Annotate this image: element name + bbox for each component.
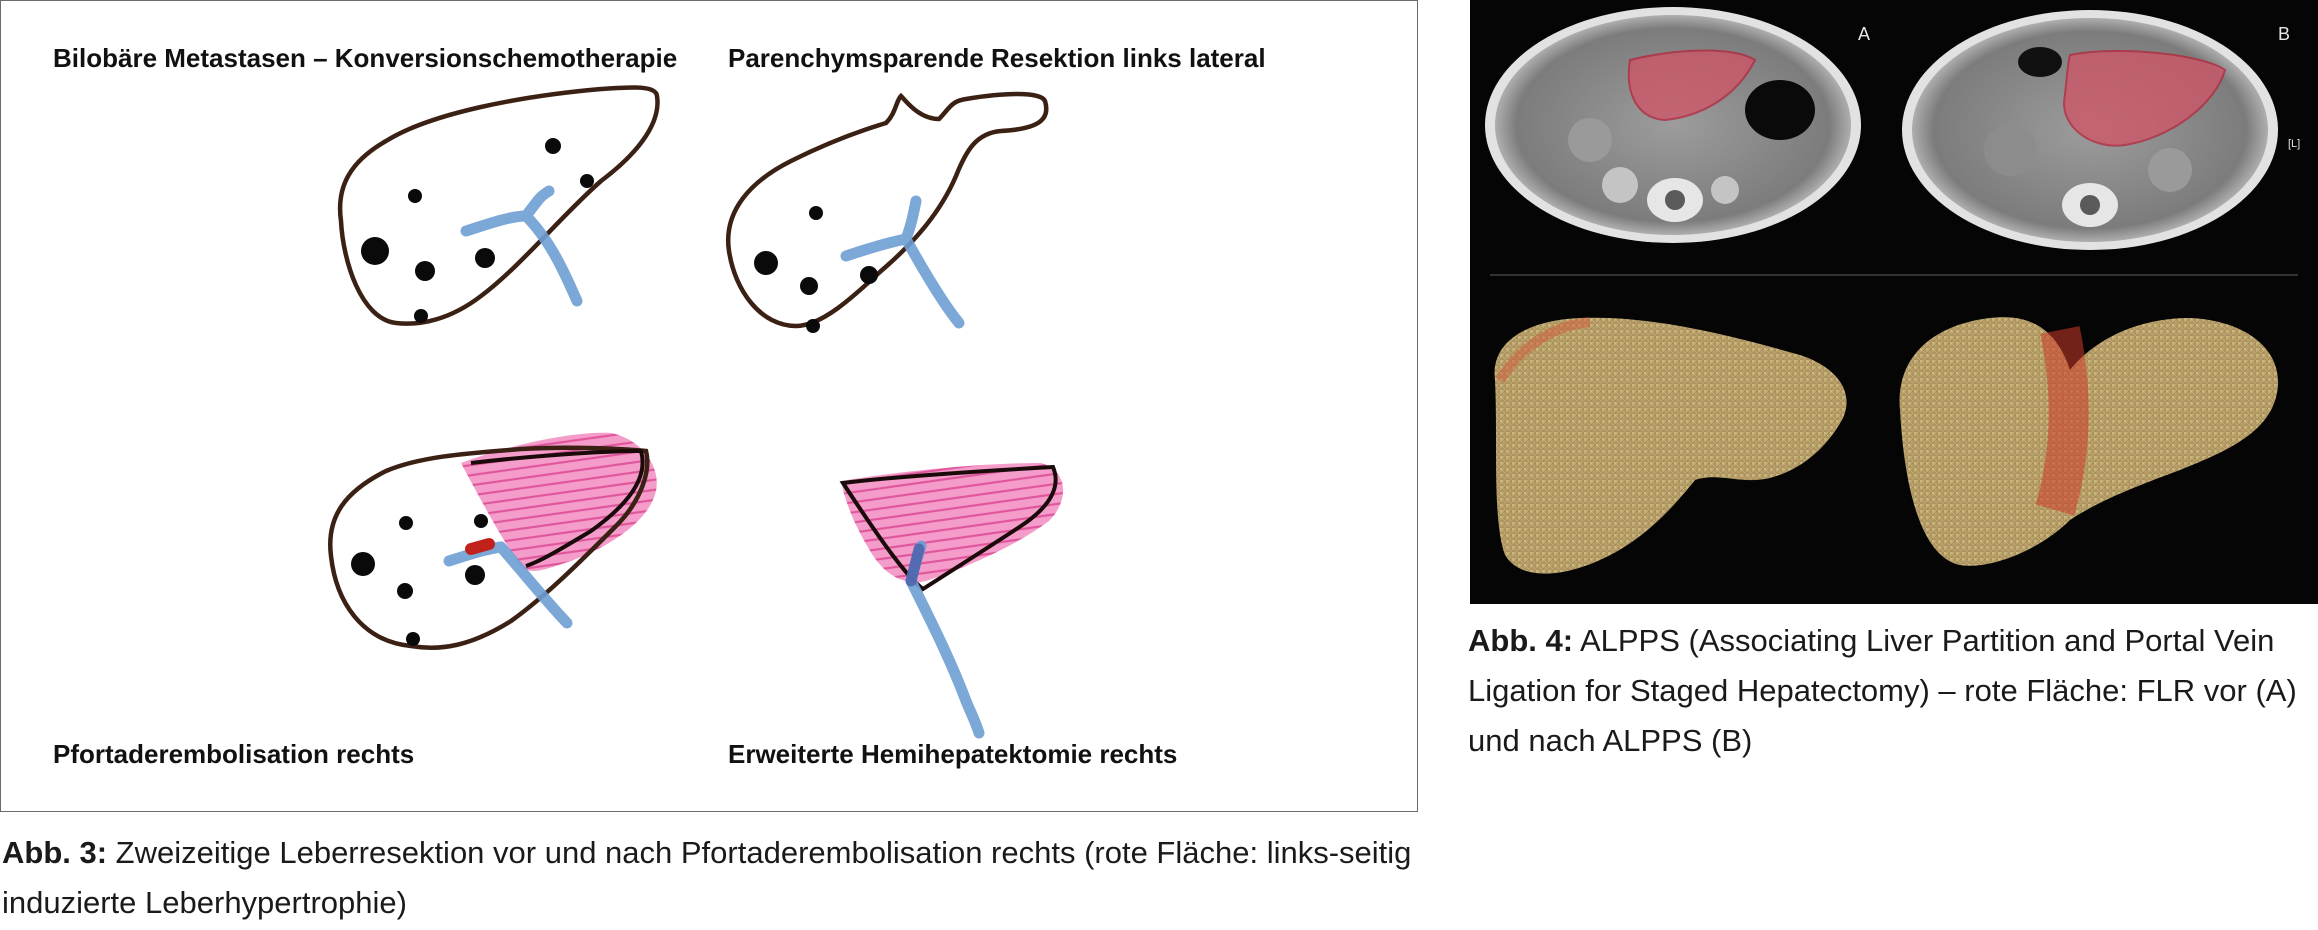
figure-4-image: A B [L] <box>1470 0 2318 604</box>
ct-slice-a <box>1485 7 1861 243</box>
hypertrophy-area <box>841 463 1064 583</box>
ct-label-b: B <box>2278 24 2291 44</box>
figure-3-caption: Abb. 3: Zweizeitige Leberresektion vor u… <box>2 828 1412 928</box>
liver-3d-a <box>1494 317 1847 574</box>
liver-sketch-2 <box>725 91 1049 333</box>
liver-sketch-4 <box>839 463 1064 739</box>
portal-vein <box>460 185 583 307</box>
ct-label-a: A <box>1858 24 1871 44</box>
liver-sketch-1 <box>337 85 660 326</box>
figure-3-panel: Bilobäre Metastasen – Konversionschemoth… <box>0 0 1418 812</box>
remnant-outline <box>839 464 1058 592</box>
figure-3-label: Abb. 3: <box>2 835 108 870</box>
liver-outline <box>328 445 650 650</box>
metastases <box>361 138 594 323</box>
embolization-mark <box>465 538 495 555</box>
hypertrophy-outline <box>470 448 645 568</box>
metastases <box>754 206 878 333</box>
figure-4-caption: Abb. 4: ALPPS (Associating Liver Partiti… <box>1468 616 2318 766</box>
panel-title-embolization: Pfortaderembolisation rechts <box>53 739 415 769</box>
ct-slice-b <box>1902 10 2278 250</box>
panel-title-hemihepatectomy: Erweiterte Hemihepatektomie rechts <box>728 739 1178 769</box>
panel-title-bilobar: Bilobäre Metastasen – Konversionschemoth… <box>53 43 678 73</box>
liver-diagram <box>328 85 1064 739</box>
figure-4-caption-text: ALPPS (Associating Liver Partition and P… <box>1468 623 2297 758</box>
liver-outline <box>337 85 660 326</box>
liver-3d-b <box>1899 317 2279 566</box>
liver-sketch-3 <box>328 432 657 650</box>
liver-outline <box>725 91 1049 329</box>
portal-vein <box>840 195 965 329</box>
metastases <box>351 514 488 646</box>
figure-3-caption-text: Zweizeitige Leberresektion vor und nach … <box>2 835 1412 920</box>
figure-4-label: Abb. 4: <box>1468 623 1574 658</box>
ct-and-3d-render <box>1485 7 2298 574</box>
ct-label-l: [L] <box>2288 138 2301 150</box>
panel-title-parenchymal: Parenchymsparende Resektion links latera… <box>728 43 1266 73</box>
